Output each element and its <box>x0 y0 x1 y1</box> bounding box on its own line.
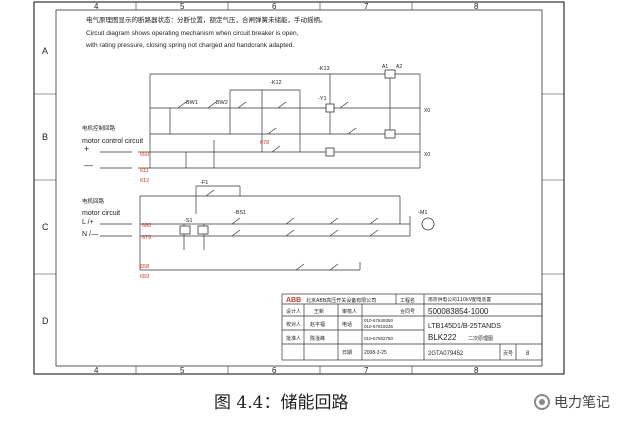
component-label: -S1 <box>184 218 193 224</box>
column-ticks <box>34 2 564 374</box>
review-label: 审核人 <box>342 308 357 315</box>
phone-label: 电话 <box>342 321 352 328</box>
terminal-label: 612 <box>140 178 149 184</box>
wiring <box>100 73 421 271</box>
page-value: 8 <box>526 351 530 357</box>
project-value: 南京供电公司110kV配电装置 <box>428 296 491 303</box>
phone-value: 010-67649350 <box>364 318 394 323</box>
phone-value: 010-67562750 <box>364 336 394 341</box>
row-label: A <box>42 46 48 56</box>
col-label-bottom: 8 <box>474 366 479 375</box>
sheet-frame <box>55 9 543 367</box>
design-label: 设计人 <box>286 308 301 315</box>
component-label: -F1 <box>200 180 208 186</box>
terminal-label: 658 <box>140 264 149 270</box>
terminal-label: 678 <box>260 140 269 146</box>
component-label: -BS1 <box>234 210 246 216</box>
terminal-label: 680 <box>142 223 151 229</box>
proofread-value: 赵平福 <box>310 321 325 328</box>
plus-marker: + <box>84 144 89 154</box>
project-label: 工程名 <box>400 297 415 304</box>
col-label-top: 6 <box>272 2 277 11</box>
approve-label: 批准人 <box>286 335 301 342</box>
col-label-top: 8 <box>474 2 479 11</box>
approve-value: 陈淦峰 <box>310 335 325 342</box>
n-minus-marker: N /— <box>82 231 98 238</box>
company-name: 北京ABB高压开关设备有限公司 <box>306 297 376 304</box>
drawing-name: 二次原理图 <box>468 335 493 342</box>
col-label-bottom: 5 <box>180 366 185 375</box>
series-value: LTB145D1/B-25TANDS <box>428 323 501 330</box>
row-label: C <box>42 222 49 232</box>
brand-footer-text: 电力笔记 <box>554 395 610 411</box>
contacts <box>177 101 379 271</box>
terminal-x0: X0 <box>424 152 430 158</box>
section-motor-en: motor circuit <box>82 210 120 217</box>
component-label: -M1 <box>418 210 427 216</box>
component-label: -K12 <box>270 80 282 86</box>
wechat-logo-icon <box>534 394 550 410</box>
doc-number: 2GTA079452 <box>428 351 464 357</box>
note-english-line2: with rating pressure, closing spring not… <box>85 42 294 49</box>
coil-terminal: A2 <box>396 64 402 70</box>
title-block <box>281 293 543 361</box>
col-label-top: 4 <box>94 2 99 11</box>
note-english-line1: Circuit diagram shows operating mechanis… <box>86 30 299 37</box>
section-motor-cn: 电机回路 <box>82 197 105 205</box>
abb-logo: ABB <box>286 297 301 304</box>
component-label: -K13 <box>318 66 330 72</box>
terminal-x0: X0 <box>424 108 430 114</box>
terminal-label: 650 <box>140 152 149 158</box>
contract-value: 500083854-1000 <box>428 307 489 316</box>
figure-caption: 图 4.4：储能回路 <box>214 393 349 413</box>
motor-icon <box>421 217 435 231</box>
terminal-label: 679 <box>142 235 151 241</box>
code-value: BLK222 <box>428 333 457 342</box>
row-label: B <box>42 132 48 142</box>
sheet-border <box>33 1 565 375</box>
minus-marker: — <box>84 160 93 170</box>
row-label: D <box>42 316 49 326</box>
component-label: -BW1 <box>184 100 198 106</box>
page-label: 页号 <box>503 351 513 357</box>
design-value: 王新 <box>314 308 324 315</box>
component-label: -Y1 <box>318 96 327 102</box>
col-label-top: 7 <box>364 2 369 11</box>
section-control-cn: 电机控制回路 <box>82 124 116 132</box>
note-chinese: 电气原理图显示的断路器状态：分断位置，额定气压，合闸弹簧未储能，手动摇柄。 <box>86 15 327 24</box>
proofread-label: 校对人 <box>286 321 301 328</box>
date-value: 2008-3-25 <box>364 350 387 356</box>
contract-label: 合同号 <box>400 308 415 315</box>
brand-footer: 电力笔记 <box>534 392 610 412</box>
col-label-bottom: 7 <box>364 366 369 375</box>
col-label-bottom: 4 <box>94 366 99 375</box>
section-control-en: motor control circuit <box>82 138 143 145</box>
col-label-bottom: 6 <box>272 366 277 375</box>
date-label: 日期 <box>342 350 352 356</box>
terminal-label: 659 <box>140 274 149 280</box>
coil-terminal: A1 <box>382 64 388 70</box>
coils <box>179 69 396 235</box>
component-label: -BW2 <box>214 100 228 106</box>
phone-value: 010-67819236 <box>364 324 394 329</box>
l-plus-marker: L /+ <box>82 219 94 226</box>
terminal-label: 611 <box>140 168 149 174</box>
col-label-top: 5 <box>180 2 185 11</box>
